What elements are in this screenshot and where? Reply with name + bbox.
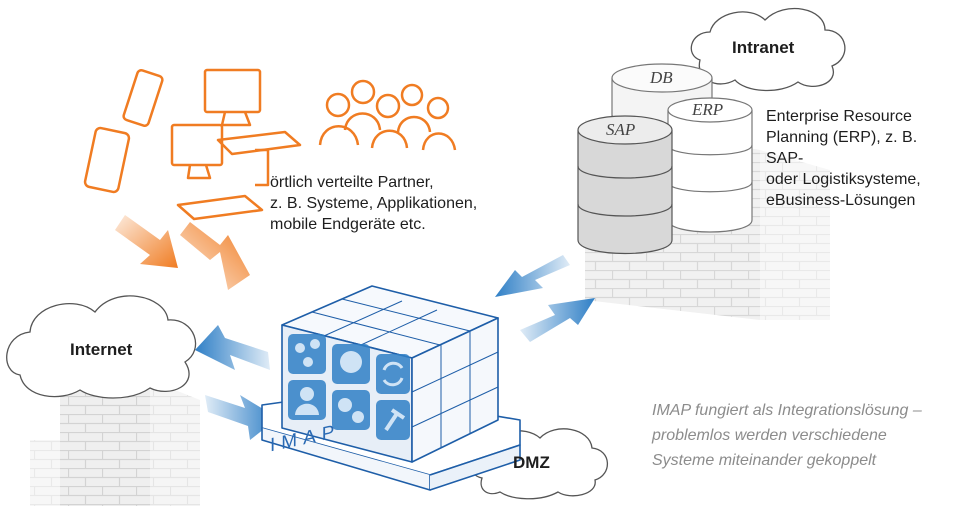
sap-db-label: SAP [606,120,636,139]
mobile-phone-icon [122,69,164,127]
partner-devices [83,68,457,221]
desktop-computer-icon-2 [170,123,270,221]
partners-line-3: mobile Endgeräte etc. [270,216,426,233]
caption-line-1: IMAP fungiert als Integrationslösung – [652,402,922,419]
sync-arrows-icon [376,354,410,394]
partner-icon [288,380,326,420]
database-sap [577,115,673,255]
erp-line-4: eBusiness-Lösungen [766,192,916,209]
partners-description: örtlich verteilte Partner, z. B. Systeme… [270,172,500,235]
head-icon [332,344,370,384]
pda-icon [83,126,131,194]
intranet-cloud [690,7,846,92]
internet-cloud [6,295,197,399]
imap-cube [261,285,521,491]
dmz-cloud-label: DMZ [513,453,550,472]
desktop-computer-icon [203,68,302,156]
db-label: DB [650,68,673,87]
erp-description: Enterprise Resource Planning (ERP), z. B… [766,106,952,211]
erp-line-3: oder Logistiksysteme, [766,171,921,188]
network-icon [288,334,326,374]
caption-line-2: problemlos werden verschiedene [652,427,887,444]
partner-arrows [115,215,250,290]
plug-icon [376,400,410,440]
erp-line-2: Planning (ERP), z. B. SAP- [766,129,918,167]
gears-icon [332,390,370,430]
intranet-cloud-label: Intranet [732,38,795,57]
partners-line-2: z. B. Systeme, Applikationen, [270,195,478,212]
database-erp [667,97,753,233]
caption-line-3: Systeme miteinander gekoppelt [652,452,877,469]
internet-arrows [195,325,278,440]
diagram-caption: IMAP fungiert als Integrationslösung – p… [652,398,952,473]
partners-line-1: örtlich verteilte Partner, [270,174,434,191]
erp-line-1: Enterprise Resource [766,108,912,125]
internet-cloud-label: Internet [70,340,133,359]
intranet-arrows [495,255,595,342]
imap-icon-tiles [288,334,410,440]
people-group-icon [318,79,457,151]
erp-db-label: ERP [692,100,724,119]
